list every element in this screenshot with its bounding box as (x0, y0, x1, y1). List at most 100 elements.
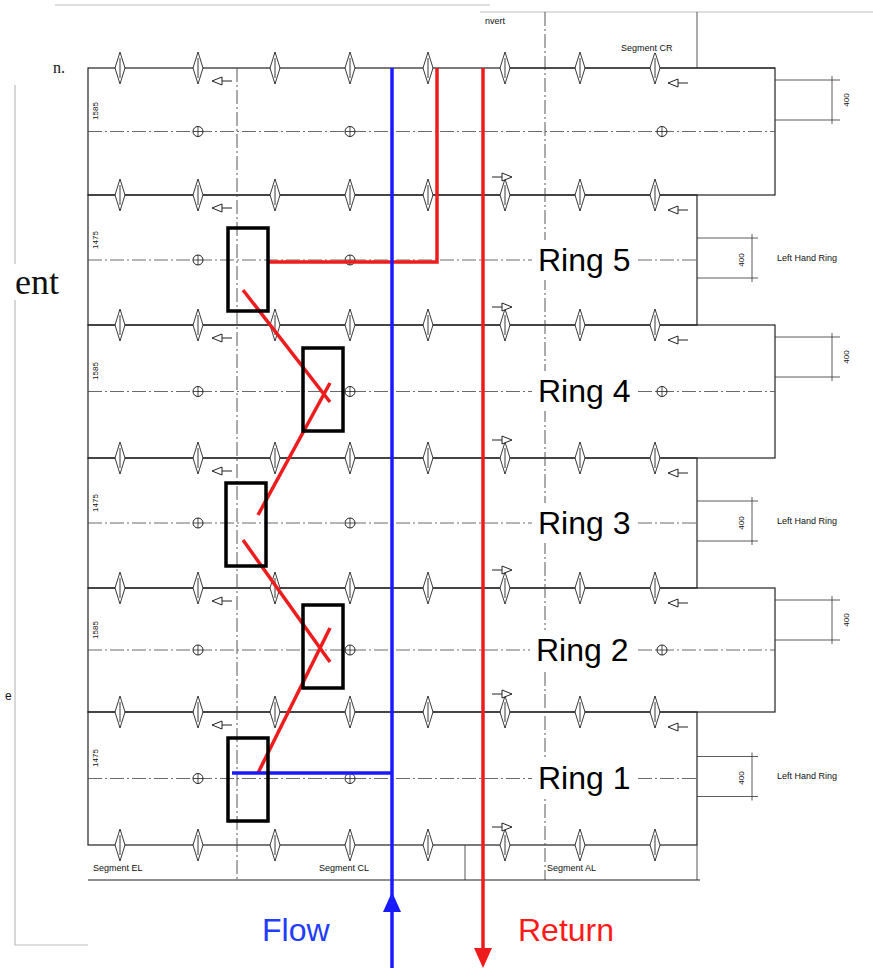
slide-card-border (55, 4, 490, 5)
dimension-line (775, 80, 840, 81)
dowel-symbol (492, 690, 512, 698)
packer-symbol (193, 829, 203, 861)
grout-hole-circle (193, 387, 203, 397)
dimension-label: 1475 (92, 493, 100, 513)
dowel-symbol (492, 303, 512, 311)
dowel-symbol (212, 334, 232, 342)
packer-symbol (650, 179, 660, 211)
grout-hole-cross (193, 774, 203, 784)
return-pipe (481, 68, 485, 952)
dimension-line (697, 238, 758, 239)
packer-symbol (500, 442, 510, 474)
dimension-line (752, 234, 753, 282)
grout-hole-cross (345, 774, 355, 784)
grout-hole-cross (657, 645, 667, 655)
packer-symbol (650, 829, 660, 861)
grout-hole-symbol (345, 127, 355, 137)
packer-symbol (115, 829, 125, 861)
dowel-symbol (212, 77, 232, 85)
grout-hole-cross (657, 387, 667, 397)
packer-symbol (650, 696, 660, 728)
centre-line (88, 131, 775, 132)
packer-symbol (115, 52, 125, 84)
grout-hole-circle (657, 645, 667, 655)
segment-joint-line (237, 68, 238, 880)
packer-symbol (115, 442, 125, 474)
grout-hole-circle (345, 387, 355, 397)
access-box (228, 228, 268, 311)
dowel-symbol (212, 467, 232, 475)
packer-symbol (650, 52, 660, 84)
grout-hole-circle (193, 127, 203, 137)
dimension-line (697, 541, 758, 542)
dimension-line (697, 756, 758, 757)
dowel-symbol (668, 599, 688, 607)
ring-type-label: Left Hand Ring (776, 517, 838, 526)
dimension-label: 400 (843, 612, 851, 627)
segment-label: Segment CL (318, 864, 370, 873)
packer-symbol (575, 696, 585, 728)
dimension-label: 1585 (92, 620, 100, 640)
dimension-line (697, 796, 758, 797)
access-box (303, 605, 343, 688)
segment-edge (500, 67, 775, 68)
ring-label-box: Ring 2 (530, 630, 635, 670)
pipe-label: Return (518, 914, 614, 946)
packer-symbol (115, 572, 125, 604)
segment-label: nvert (484, 17, 506, 26)
grout-hole-circle (657, 127, 667, 137)
flow-arrowhead (383, 892, 401, 912)
cropped-text: ent (14, 264, 60, 300)
packer-symbol (270, 442, 280, 474)
ring-outline (88, 325, 775, 458)
packer-symbol (423, 442, 433, 474)
packer-symbol (575, 52, 585, 84)
dowel-symbol (492, 823, 512, 831)
return-pipe (243, 540, 330, 662)
ring-type-label: Left Hand Ring (776, 254, 838, 263)
dowel-symbol (668, 336, 688, 344)
ring-label-box: Ring 1 (532, 758, 637, 798)
grout-hole-symbol (345, 387, 355, 397)
dowel-symbol (212, 721, 232, 729)
grout-hole-cross (345, 387, 355, 397)
dimension-line (775, 600, 840, 601)
return-pipe (268, 68, 437, 262)
dimension-line (752, 497, 753, 545)
dimension-line (697, 278, 758, 279)
grout-hole-symbol (193, 387, 203, 397)
grout-hole-circle (193, 645, 203, 655)
grout-hole-symbol (345, 645, 355, 655)
grout-hole-cross (193, 127, 203, 137)
packer-symbol (270, 52, 280, 84)
dimension-line (775, 120, 840, 121)
segment-edge (88, 879, 700, 880)
dowel-symbol (212, 597, 232, 605)
dimension-label: 400 (738, 770, 746, 785)
packer-symbol (423, 829, 433, 861)
return-pipe (243, 290, 330, 402)
dimension-line (697, 501, 758, 502)
packer-symbol (270, 179, 280, 211)
dimension-line (775, 337, 840, 338)
packer-symbol (575, 442, 585, 474)
packer-symbol (115, 309, 125, 341)
packer-symbol (345, 829, 355, 861)
packer-symbol (115, 696, 125, 728)
dimension-label: 1585 (92, 361, 100, 381)
packer-symbol (270, 829, 280, 861)
segment-joint-line (545, 12, 546, 880)
ring-outline (88, 68, 775, 195)
grout-hole-cross (345, 127, 355, 137)
dimension-label: 400 (738, 252, 746, 267)
packer-symbol (650, 309, 660, 341)
ring-label: Ring 3 (538, 504, 631, 542)
grout-hole-circle (345, 774, 355, 784)
cropped-text: e (4, 690, 13, 702)
grout-hole-circle (657, 387, 667, 397)
dowel-symbol (668, 469, 688, 477)
packer-symbol (423, 179, 433, 211)
return-pipe (258, 383, 330, 515)
